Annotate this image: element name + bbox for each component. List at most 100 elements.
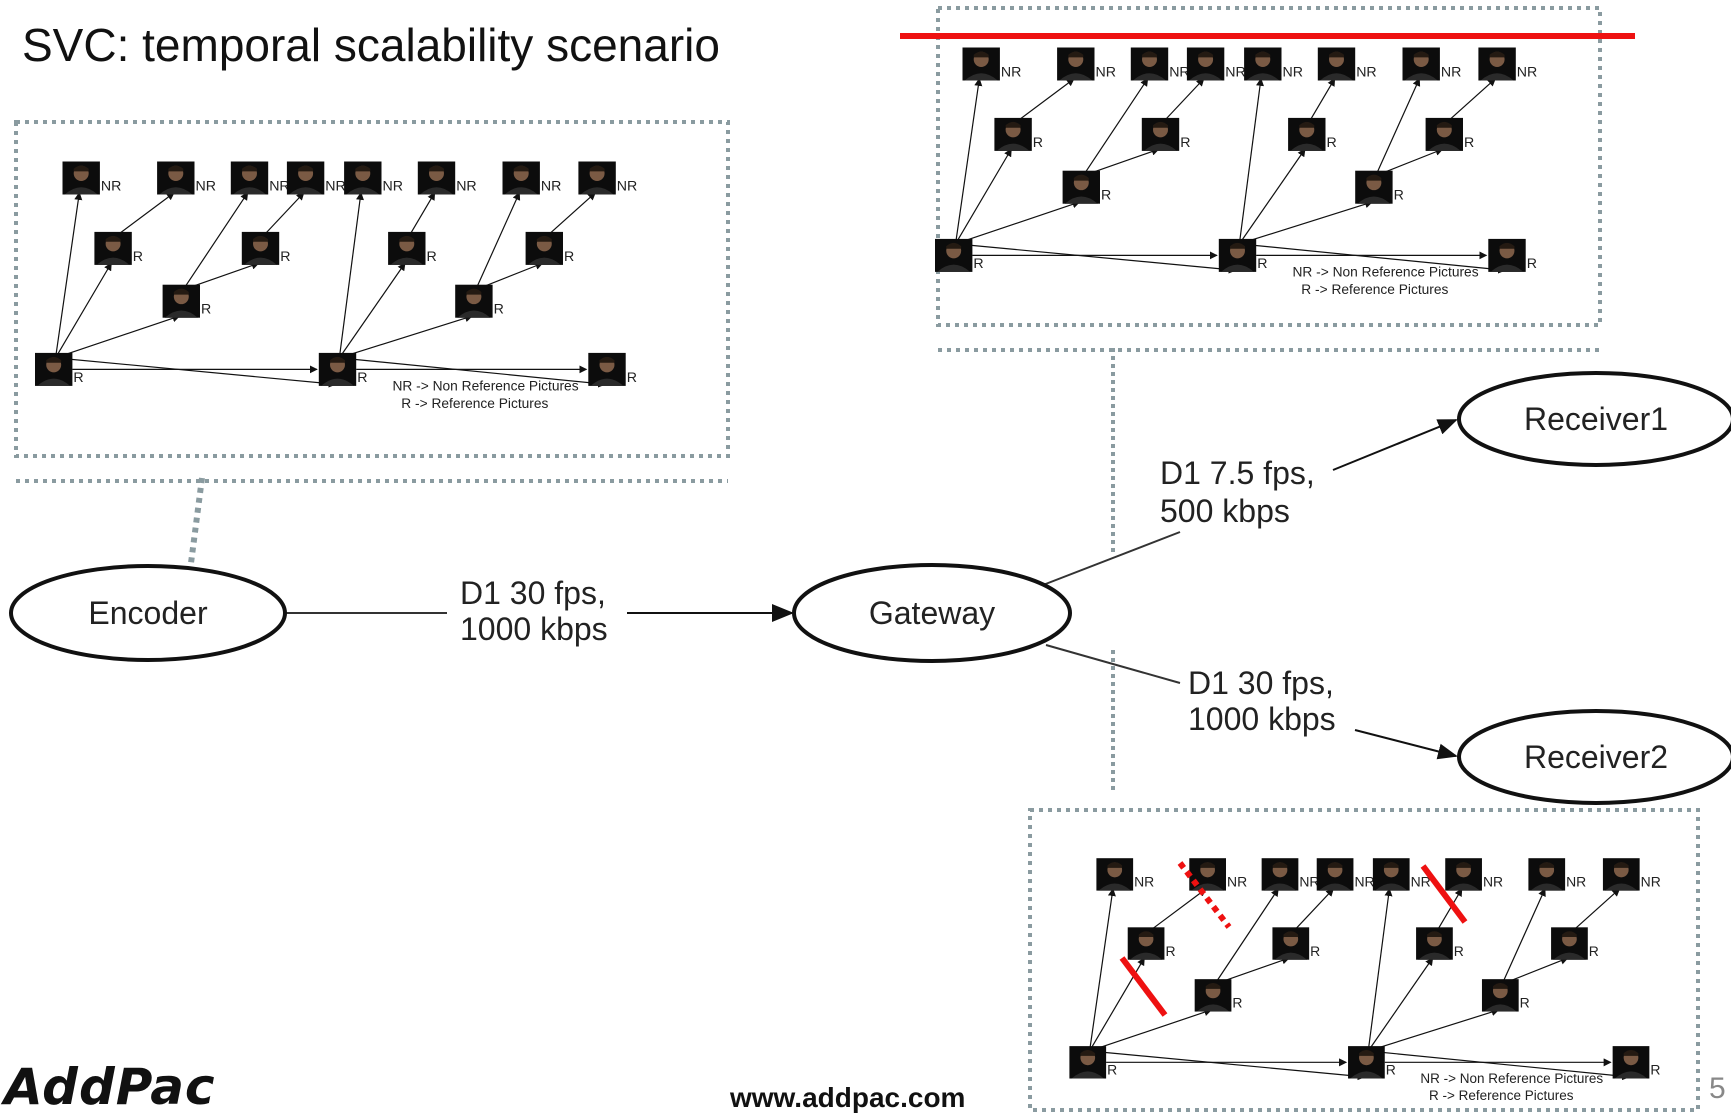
r-label: R xyxy=(1257,256,1267,272)
nr-label: NR xyxy=(1227,874,1247,890)
picture-thumbnail xyxy=(455,284,493,318)
r-label: R xyxy=(280,249,290,265)
nr-label: NR xyxy=(541,179,562,195)
picture-thumbnail xyxy=(1141,117,1180,151)
r-label: R xyxy=(1589,943,1599,959)
picture-thumbnail xyxy=(62,161,100,195)
picture-thumbnail xyxy=(1317,47,1356,81)
website-link[interactable]: www.addpac.com xyxy=(730,1082,966,1113)
picture-thumbnail xyxy=(1445,858,1482,891)
picture-thumbnail xyxy=(1478,47,1516,81)
prediction-arrow xyxy=(955,200,1081,245)
encoder-label: Encoder xyxy=(88,595,208,631)
picture-thumbnail xyxy=(1481,979,1519,1012)
prediction-arrow xyxy=(1239,243,1507,274)
picture-thumbnail xyxy=(1261,858,1299,891)
receiver2-gop-panel-frame xyxy=(1028,808,1700,1112)
legend-nr: NR -> Non Reference Pictures xyxy=(393,378,579,393)
edge-gateway-receiver1-a xyxy=(1042,531,1181,586)
r-label: R xyxy=(1386,1062,1396,1078)
edge-gateway-receiver1-b xyxy=(1332,419,1458,471)
receiver1-gop-panel-frame xyxy=(936,6,1602,327)
nr-label: NR xyxy=(383,179,404,195)
prediction-arrow xyxy=(1501,888,1546,985)
r-label: R xyxy=(73,370,83,386)
edge-gateway-receiver2-a xyxy=(1045,644,1181,684)
r-label: R xyxy=(201,302,211,318)
prediction-arrow xyxy=(1089,1050,1366,1081)
prediction-arrow xyxy=(1570,888,1621,933)
addpac-logo: AddPac xyxy=(4,1058,216,1116)
r-label: R xyxy=(1394,188,1404,204)
prediction-arrow xyxy=(55,314,181,359)
picture-thumbnail xyxy=(1316,858,1354,891)
picture-thumbnail xyxy=(1425,117,1463,151)
prediction-arrow xyxy=(1367,957,1434,1052)
prediction-arrow xyxy=(1014,78,1075,124)
encoder-node: Encoder xyxy=(9,564,287,662)
prediction-arrow xyxy=(1435,888,1463,933)
picture-thumbnail xyxy=(502,161,540,195)
picture-thumbnail xyxy=(1218,238,1257,272)
gateway-node: Gateway xyxy=(792,563,1072,663)
prediction-arrow xyxy=(55,262,112,359)
picture-thumbnail xyxy=(1272,927,1310,960)
legend-nr: NR -> Non Reference Pictures xyxy=(1293,264,1479,279)
r-label: R xyxy=(427,249,437,265)
picture-thumbnail xyxy=(1057,47,1095,81)
nr-label: NR xyxy=(1441,65,1462,81)
prediction-arrow xyxy=(955,243,1237,274)
nr-label: NR xyxy=(456,179,477,195)
picture-thumbnail xyxy=(578,161,616,195)
receiver1-node: Receiver1 xyxy=(1457,371,1731,467)
cut-mark xyxy=(1119,956,1168,1017)
nr-label: NR xyxy=(617,179,638,195)
edge-gateway-receiver2-b xyxy=(1354,729,1458,760)
prediction-arrow xyxy=(261,192,305,238)
picture-thumbnail xyxy=(162,284,200,318)
r-label: R xyxy=(1033,135,1043,151)
r-label: R xyxy=(1107,1062,1117,1078)
nr-label: NR xyxy=(1411,874,1431,890)
prediction-arrow xyxy=(1368,1008,1500,1052)
nr-label: NR xyxy=(1517,65,1538,81)
picture-thumbnail xyxy=(1186,47,1225,81)
prediction-arrow xyxy=(1292,888,1334,933)
nr-label: NR xyxy=(1354,874,1374,890)
nr-label: NR xyxy=(1483,874,1503,890)
picture-thumbnail xyxy=(230,161,269,195)
picture-thumbnail xyxy=(1488,238,1526,272)
prediction-arrow xyxy=(1147,888,1207,933)
prediction-arrow xyxy=(1214,888,1279,985)
prediction-arrow xyxy=(1089,887,1116,1052)
prediction-arrow xyxy=(54,191,83,358)
nr-label: NR xyxy=(1566,874,1586,890)
receiver1-label: Receiver1 xyxy=(1524,401,1668,437)
r-label: R xyxy=(494,302,504,318)
nr-label: NR xyxy=(1356,65,1377,81)
nr-label: NR xyxy=(1001,65,1022,81)
nr-label: NR xyxy=(1299,874,1319,890)
prediction-arrow xyxy=(1367,887,1393,1052)
nr-label: NR xyxy=(269,179,290,195)
prediction-arrow xyxy=(955,148,1012,245)
picture-thumbnail xyxy=(1602,858,1640,891)
picture-thumbnail xyxy=(1551,927,1588,960)
picture-thumbnail xyxy=(241,231,280,265)
nr-label: NR xyxy=(1283,65,1304,81)
r-label: R xyxy=(1650,1062,1660,1078)
picture-thumbnail xyxy=(1416,927,1453,960)
prediction-arrow xyxy=(338,262,406,359)
r-label: R xyxy=(1454,943,1464,959)
picture-thumbnail xyxy=(525,231,563,265)
prediction-arrow xyxy=(339,314,473,359)
link-gateway-receiver1-rate: D1 7.5 fps, xyxy=(1160,455,1315,491)
picture-thumbnail xyxy=(1127,927,1165,960)
prediction-arrow xyxy=(1238,148,1306,245)
prediction-arrow xyxy=(339,357,607,388)
r-label: R xyxy=(973,256,983,272)
